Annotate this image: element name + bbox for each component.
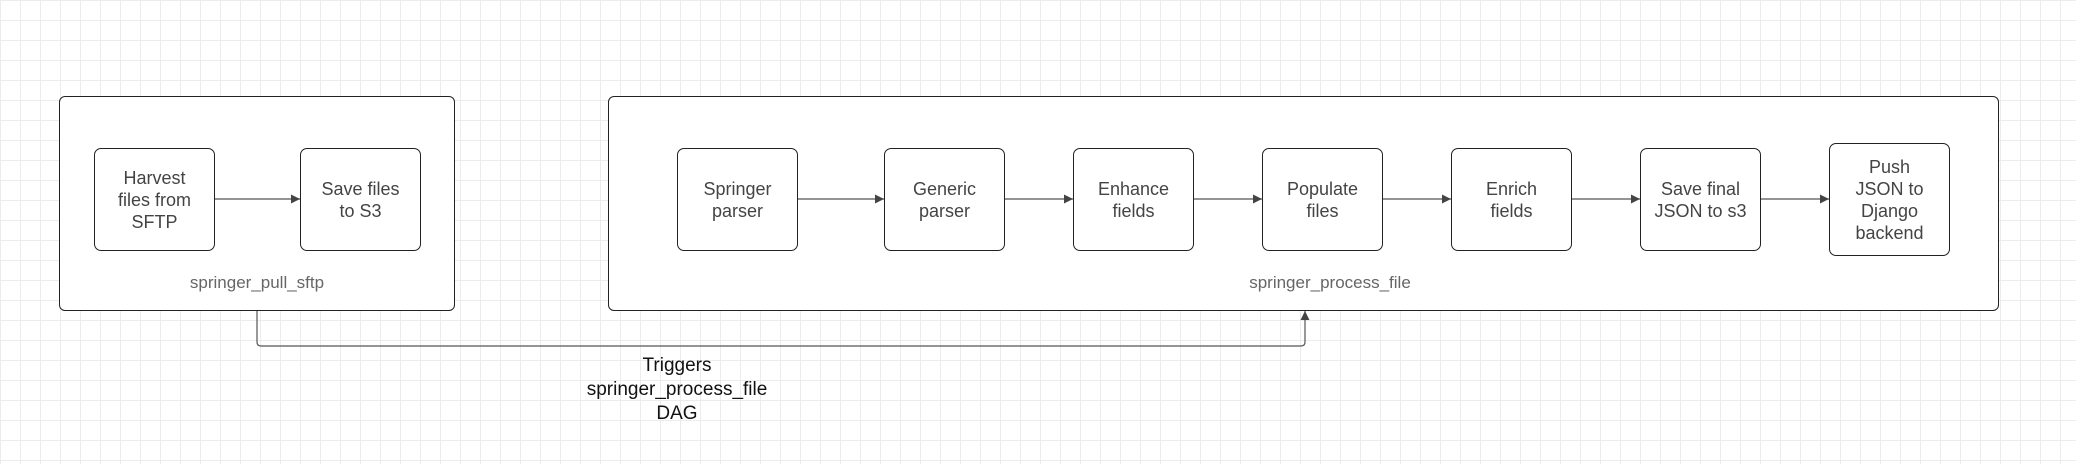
group-label-process: springer_process_file [1249, 273, 1411, 292]
node-save-files-s3: Save files to S3 [300, 148, 421, 251]
trigger-note: Triggers springer_process_file DAG [586, 355, 768, 424]
node-generic-parser: Generic parser [884, 148, 1005, 251]
node-save-final-json: Save final JSON to s3 [1640, 148, 1761, 251]
edge-trigger-process-dag [256, 311, 1310, 347]
node-enhance-fields: Enhance fields [1073, 148, 1194, 251]
node-push-json-django: Push JSON to Django backend [1829, 143, 1950, 256]
node-enrich-fields: Enrich fields [1451, 148, 1572, 251]
group-label-pull: springer_pull_sftp [189, 273, 325, 292]
node-populate-files: Populate files [1262, 148, 1383, 251]
node-harvest-files: Harvest files from SFTP [94, 148, 215, 251]
node-springer-parser: Springer parser [677, 148, 798, 251]
